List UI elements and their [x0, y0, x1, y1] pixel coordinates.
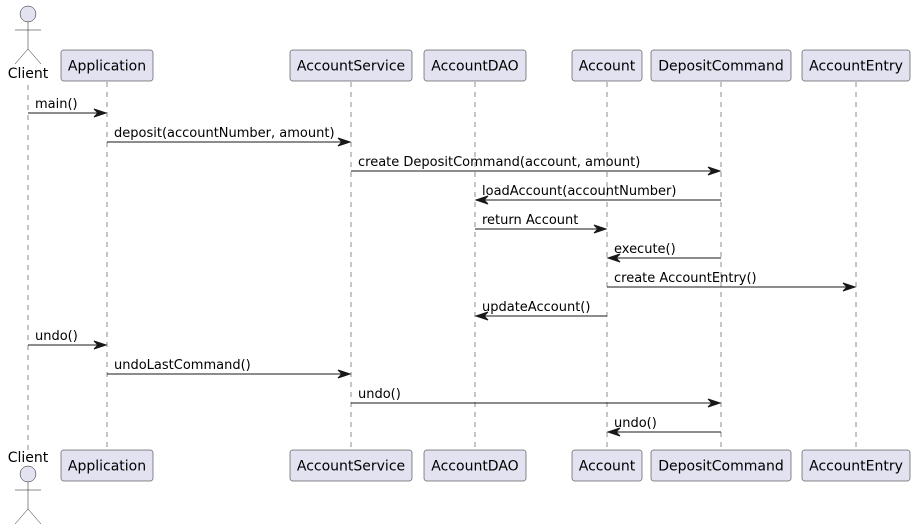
- message-label: loadAccount(accountNumber): [482, 184, 676, 199]
- participant-label: AccountDAO: [431, 459, 518, 475]
- arrowhead-icon: [593, 224, 608, 234]
- participant-box: [423, 49, 527, 82]
- participant-label: AccountService: [297, 59, 405, 75]
- participant-box: [650, 449, 792, 482]
- actor-client-top: Client: [8, 5, 49, 82]
- participant-box: [801, 449, 911, 482]
- message-arrow: updateAccount(): [474, 300, 607, 321]
- message-arrow: undo(): [606, 416, 721, 437]
- participant-accountdao-top: AccountDAO: [423, 49, 527, 82]
- participants-bottom: Application AccountService AccountDAO Accou…: [8, 449, 911, 525]
- participant-box: [60, 449, 154, 482]
- actor-client-bottom: Client: [8, 450, 49, 525]
- messages: main() deposit(accountNumber, amount) crea…: [28, 97, 857, 437]
- arrowhead-icon: [474, 311, 489, 321]
- message-arrow: undoLastCommand(): [107, 358, 352, 379]
- actor-leg-right: [27, 48, 42, 65]
- participant-accountdao-bottom: AccountDAO: [423, 449, 527, 482]
- participant-box: [289, 49, 413, 82]
- message-arrow: loadAccount(accountNumber): [474, 184, 721, 205]
- message-label: return Account: [482, 213, 578, 228]
- arrowhead-icon: [606, 253, 621, 263]
- message-arrow: execute(): [606, 242, 721, 263]
- actor-leg-left: [14, 48, 29, 65]
- arrowhead-icon: [842, 282, 857, 292]
- message-arrow: create AccountEntry(): [607, 271, 857, 292]
- message-label: deposit(accountNumber, amount): [114, 126, 335, 141]
- message-label: undo(): [358, 387, 401, 402]
- participant-accountentry-bottom: AccountEntry: [801, 449, 911, 482]
- actor-leg-left: [14, 508, 29, 525]
- arrowhead-icon: [337, 369, 352, 379]
- actor-head-icon: [19, 5, 37, 23]
- participant-box: [423, 449, 527, 482]
- message-arrow: deposit(accountNumber, amount): [107, 126, 352, 147]
- message-label: undoLastCommand(): [114, 358, 251, 373]
- participant-box: [289, 449, 413, 482]
- arrowhead-icon: [337, 137, 352, 147]
- participant-account-bottom: Account: [571, 449, 643, 482]
- participant-label: AccountService: [297, 459, 405, 475]
- participant-accountentry-top: AccountEntry: [801, 49, 911, 82]
- message-label: updateAccount(): [482, 300, 590, 315]
- participant-label: DepositCommand: [658, 59, 783, 75]
- message-label: execute(): [614, 242, 676, 257]
- participant-box: [801, 49, 911, 82]
- participant-box: [571, 49, 643, 82]
- message-arrow: create DepositCommand(account, amount): [351, 155, 722, 176]
- participant-box: [650, 49, 792, 82]
- actor-head-icon: [19, 465, 37, 483]
- message-label: main(): [35, 97, 78, 112]
- actor-label: Client: [8, 450, 49, 466]
- message-arrow: main(): [28, 97, 108, 118]
- participant-box: [60, 49, 154, 82]
- participant-account-top: Account: [571, 49, 643, 82]
- message-arrow: undo(): [28, 329, 108, 350]
- message-label: create AccountEntry(): [614, 271, 757, 286]
- participant-label: DepositCommand: [658, 459, 783, 475]
- lifelines: [27, 82, 857, 452]
- arrowhead-icon: [474, 195, 489, 205]
- message-label: undo(): [35, 329, 78, 344]
- arrowhead-icon: [93, 340, 108, 350]
- participants-top: Application AccountService AccountDAO Accou…: [8, 5, 911, 82]
- message-arrow: undo(): [351, 387, 722, 408]
- participant-accountservice-bottom: AccountService: [289, 449, 413, 482]
- participant-label: AccountDAO: [431, 59, 518, 75]
- arrowhead-icon: [93, 108, 108, 118]
- participant-label: Account: [579, 459, 636, 475]
- participant-application-bottom: Application: [60, 449, 154, 482]
- participant-label: Application: [68, 59, 146, 75]
- arrowhead-icon: [606, 427, 621, 437]
- message-label: create DepositCommand(account, amount): [358, 155, 640, 170]
- participant-label: AccountEntry: [809, 59, 903, 75]
- participant-depositcommand-bottom: DepositCommand: [650, 449, 792, 482]
- participant-depositcommand-top: DepositCommand: [650, 49, 792, 82]
- participant-label: Account: [579, 59, 636, 75]
- participant-box: [571, 449, 643, 482]
- participant-label: Application: [68, 459, 146, 475]
- participant-accountservice-top: AccountService: [289, 49, 413, 82]
- message-label: undo(): [614, 416, 657, 431]
- arrowhead-icon: [707, 166, 722, 176]
- actor-leg-right: [27, 508, 42, 525]
- actor-label: Client: [8, 66, 49, 82]
- message-arrow: return Account: [475, 213, 608, 234]
- arrowhead-icon: [707, 398, 722, 408]
- participant-label: AccountEntry: [809, 459, 903, 475]
- participant-application-top: Application: [60, 49, 154, 82]
